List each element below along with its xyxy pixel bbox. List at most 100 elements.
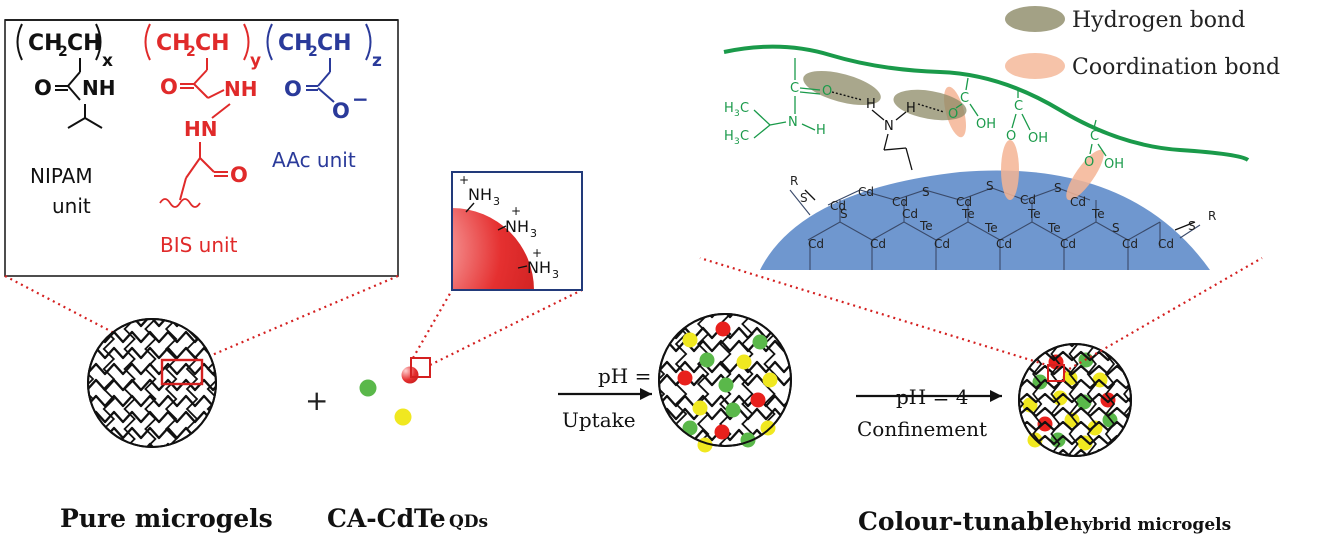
svg-text:C: C — [1014, 99, 1023, 114]
polymer-chain — [88, 394, 216, 408]
svg-text:H: H — [724, 101, 734, 116]
polymer-backbone — [723, 44, 1250, 162]
green-qd — [752, 334, 768, 350]
nipam-ch2-text: CH — [28, 31, 63, 56]
polymer-chain — [88, 319, 95, 447]
polymer-chain — [1019, 344, 1131, 348]
polymer-chain — [88, 378, 216, 392]
caption-ca-cdte: CA-CdTe — [327, 504, 446, 533]
svg-text:CH: CH — [67, 31, 102, 56]
svg-text:CH: CH — [156, 31, 191, 56]
zoom-lines-qd — [412, 289, 583, 366]
lattice-atom-label: R — [1208, 209, 1216, 223]
polymer-structure-panel: CH 2 CH x O NH CH 2 CH y O — [4, 19, 399, 277]
svg-text:2: 2 — [186, 44, 196, 60]
lattice-atom-label: Te — [1027, 207, 1041, 221]
red-qd — [1100, 392, 1116, 408]
lattice-atom-label: Te — [1047, 221, 1061, 235]
svg-text:H: H — [816, 123, 826, 138]
wavy-bond — [159, 198, 201, 208]
interface-illustration: C O N H H 3 C H 3 C H N — [723, 44, 1250, 270]
nipam-unit-label-line2: unit — [52, 194, 91, 218]
svg-text:N: N — [884, 119, 894, 134]
lattice-atom-label: S — [986, 179, 994, 193]
lattice-atom-label: Cd — [858, 185, 874, 199]
hydrogen-bond-marker — [893, 89, 967, 121]
nh3-group: NH — [527, 258, 551, 277]
polymer-chain — [144, 319, 157, 447]
red-qd — [715, 321, 731, 337]
nh3-group: NH — [468, 185, 492, 204]
lattice-atom-label: S — [1188, 219, 1196, 233]
polymer-chain — [88, 346, 216, 360]
nipam-nh-text: NH — [82, 76, 115, 100]
yellow-qd — [682, 332, 698, 348]
svg-text:C: C — [960, 91, 969, 106]
lattice-atom-label: Cd — [1020, 193, 1036, 207]
pure-microgel — [87, 318, 217, 448]
zoom-square — [160, 358, 204, 386]
legend: Hydrogen bond Coordination bond — [1005, 6, 1280, 80]
yellow-qd — [394, 408, 412, 426]
nipam-segment: CH 2 CH x O NH — [16, 23, 115, 129]
nh3-group: NH — [505, 217, 529, 236]
caption-pure-microgels: Pure microgels — [60, 504, 273, 533]
svg-text:CH: CH — [195, 31, 230, 56]
hydrogen-bond-marker — [803, 70, 881, 106]
yellow-qd — [1064, 412, 1080, 428]
coordination-bond-marker — [1066, 149, 1104, 201]
lattice-atom-label: Te — [1091, 207, 1105, 221]
amine-linker: H N H — [866, 97, 916, 134]
yellow-qd — [1087, 420, 1103, 436]
svg-text:CH: CH — [317, 31, 352, 56]
polymer-chain — [741, 314, 754, 446]
cdte-lattice — [789, 187, 1201, 270]
subscript-z: z — [372, 51, 382, 71]
lattice-atom-label: Cd — [956, 195, 972, 209]
green-qd — [699, 352, 715, 368]
svg-text:C: C — [740, 101, 749, 116]
lattice-atom-label: Cd — [892, 195, 908, 209]
lattice-atom-label: Cd — [1070, 195, 1086, 209]
svg-text:+: + — [532, 246, 542, 260]
svg-text:H: H — [724, 129, 734, 144]
uptake-label: Uptake — [562, 408, 636, 432]
lattice-atom-label: Cd — [1122, 237, 1138, 251]
lattice-atom-label: Cd — [902, 207, 918, 221]
lattice-atom-label: Cd — [1060, 237, 1076, 251]
svg-text:OH: OH — [1028, 131, 1048, 146]
polymer-chain — [696, 314, 710, 446]
captions: Pure microgels CA-CdTe QDs Colour-tunabl… — [60, 504, 1231, 536]
svg-text:+: + — [459, 173, 469, 187]
bis-segment: CH 2 CH y O NH HN O BIS unit — [144, 23, 261, 257]
aac-unit-label: AAc unit — [272, 148, 356, 172]
green-qd — [682, 420, 698, 436]
polymer-chain — [1019, 392, 1131, 404]
zoom-lines-hybrid — [699, 256, 1263, 373]
caption-hybrid-microgels: hybrid microgels — [1070, 515, 1231, 535]
subscript-y: y — [250, 51, 261, 71]
svg-text:C: C — [1090, 129, 1099, 144]
qd-surface-inset: + NH 3 + NH 3 + NH 3 — [451, 171, 583, 291]
svg-text:2: 2 — [58, 44, 68, 60]
red-qd — [1037, 416, 1053, 432]
svg-text:H: H — [866, 97, 876, 112]
svg-text:O: O — [1006, 129, 1016, 144]
qd-zoom-square — [410, 357, 431, 378]
svg-text:HN: HN — [184, 117, 217, 141]
lattice-atom-label: S — [800, 191, 808, 205]
green-qd — [718, 377, 734, 393]
green-qd — [1076, 394, 1092, 410]
uptake-microgel — [658, 313, 792, 453]
lattice-atom-label: Te — [961, 207, 975, 221]
aac-segment: CH 2 CH z O O − AAc unit — [266, 23, 382, 172]
svg-text:O: O — [160, 75, 178, 99]
red-qd — [750, 392, 766, 408]
lattice-atom-label: Cd — [934, 237, 950, 251]
lattice-atom-label: S — [840, 207, 848, 221]
svg-text:3: 3 — [734, 137, 740, 147]
lattice-atom-label: Cd — [1158, 237, 1174, 251]
polymer-chain — [1068, 344, 1079, 456]
